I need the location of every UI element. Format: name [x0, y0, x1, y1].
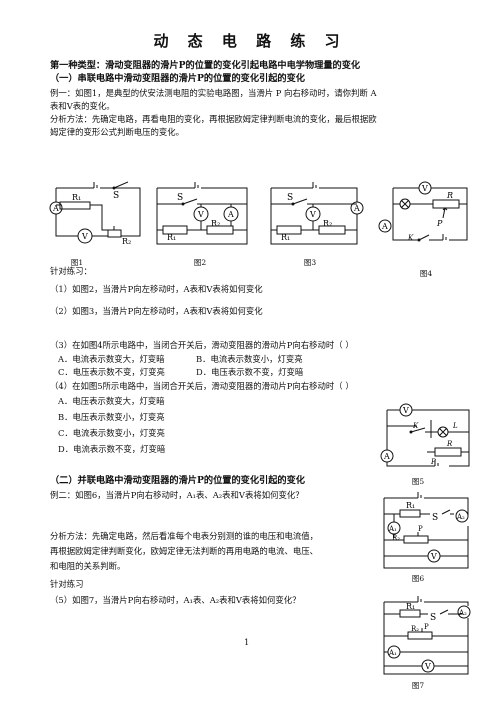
ammeter-label: A [381, 222, 388, 231]
analysis2-line3: 和电阻的关系判断。 [50, 561, 126, 571]
resistor-r2-label: R₂ [211, 219, 220, 228]
resistor-r2-label: R₂ [392, 534, 400, 542]
switch-label: S [113, 191, 119, 201]
resistor-r1-label: R₁ [406, 602, 415, 611]
resistor-r1-label: R₁ [406, 501, 415, 510]
analysis2-line1: 分析方法：先确定电路，然后看准每个电表分别测的谁的电压和电流值， [50, 531, 318, 541]
slider-label: P [430, 458, 436, 466]
circuit-figure-7: R₁ S A₂ R₂ P A₁ V [383, 596, 471, 675]
q3-option-d: D．电压表示数不变，灯变暗 [196, 367, 304, 377]
ammeter-a1-label: A₁ [388, 525, 397, 533]
rheostat-label: R [446, 440, 453, 448]
type1-heading: 第一种类型：滑动变阻器的滑片P的位置的变化引起电路中电学物理量的变化 [50, 60, 361, 71]
slider-label: P [418, 525, 423, 533]
question-3: （3）在如图4所示电路中，当闭合开关后，滑动变阻器的滑动片P向右移动时（ ） [50, 340, 354, 350]
question-2: （2）如图3，当滑片P向左移动时，A表和V表将如何变化 [50, 306, 263, 316]
switch-label: K [407, 234, 414, 242]
switch-label: S [177, 193, 183, 203]
voltmeter-label: V [309, 210, 316, 219]
q3-option-a: A．电流表示数变大，灯变暗 [58, 354, 165, 364]
question-5: （5）如图7，当滑片P向右移动时，A₁表、A₂表和V表将如何变化？ [50, 595, 301, 605]
resistor-r2-label: R₂ [122, 237, 131, 246]
page-title: 动 态 电 路 练 习 [153, 32, 347, 50]
slider-label: P [436, 219, 443, 228]
ammeter-a2-label: A₂ [456, 513, 465, 521]
example2: 例二：如图6，当滑片P向右移动时，A₁表、A₂表和V表将如何变化？ [50, 490, 304, 500]
example1-line2: 表和V表的变化。 [50, 101, 115, 111]
resistor-r1-label: R₁ [72, 193, 81, 202]
switch-label: K [412, 422, 419, 430]
q4-option-d: D．电流表示数不变，灯变暗 [58, 444, 166, 454]
voltmeter-label: V [424, 662, 431, 671]
analysis1-line2: 姆定律的变形公式判断电压的变化。 [50, 127, 184, 137]
figure7-caption: 图7 [411, 681, 425, 690]
circuit-figure-3: S V A R₁ R₂ [270, 182, 364, 245]
resistor-r1-label: R₁ [167, 233, 176, 242]
practice2-label: 针对练习 [50, 579, 84, 589]
question-1: （1）如图2，当滑片P向左移动时，A表和V表将如何变化 [50, 284, 263, 294]
voltmeter-label: V [81, 232, 88, 241]
question-4: （4）在如图5所示电路中，当闭合开关后，滑动变阻器的滑动片P向右移动时（ ） [50, 381, 354, 391]
figure3-caption: 图3 [303, 258, 317, 267]
analysis1-line1: 分析方法：先确定电路，再看电阻的变化，再根据欧姆定律判断电流的变化，最后根据欧 [50, 114, 377, 124]
q4-option-c: C．电流表示数变小，灯变亮 [58, 428, 165, 438]
figure2-caption: 图2 [193, 258, 207, 267]
circuit-figure-1: A V S R₁ R₂ [49, 181, 141, 246]
figure6-caption: 图6 [411, 574, 425, 583]
switch-label: S [287, 193, 293, 203]
voltmeter-label: V [421, 184, 428, 193]
circuit-figure-2: S V A R₁ R₂ [156, 182, 248, 245]
ammeter-a2-label: A₂ [458, 609, 467, 617]
q3-option-c: C．电压表示数不变，灯变亮 [58, 367, 165, 377]
ammeter-label: A [383, 452, 390, 461]
circuit-figure-4: V R P K A [378, 181, 468, 242]
resistor-r1-label: R₁ [281, 233, 290, 242]
lamp-label: L [452, 422, 458, 430]
analysis2-line2: 再根据欧姆定律判断变化，欧姆定律无法判断的再用电路的电流、电压、 [50, 546, 318, 556]
resistor-r2-label: R₂ [323, 219, 332, 228]
q4-option-a: A．电压表示数变大，灯变暗 [58, 396, 165, 406]
figure5-caption: 图5 [411, 477, 425, 486]
page-number: 1 [244, 637, 250, 647]
voltmeter-label: V [402, 406, 409, 415]
figure1-caption: 图1 [70, 258, 84, 267]
voltmeter-label: V [197, 210, 204, 219]
section1-heading: （一）串联电路中滑动变阻器的滑片P的位置的变化引起的变化 [50, 73, 305, 84]
example1-line1: 例一：如图1，是典型的伏安法测电阻的实验电路图，当滑片 P 向右移动时，请你判断… [50, 88, 377, 98]
circuit-figure-6: R₁ S A₂ A₁ R₂ P V [383, 492, 469, 569]
switch-label: S [432, 513, 438, 523]
rheostat-label: R [446, 191, 453, 200]
figure4-caption: 图4 [419, 269, 433, 278]
q3-option-b: B．电流表示数变小，灯变亮 [196, 354, 303, 364]
ammeter-label: A [353, 204, 360, 213]
voltmeter-label: V [430, 552, 437, 561]
ammeter-label: A [227, 210, 234, 219]
switch-label: S [430, 613, 436, 623]
circuit-figure-5: V K L R P A [380, 403, 470, 467]
practice-label: 针对练习： [50, 266, 92, 276]
slider-label: P [424, 623, 429, 631]
ammeter-label: A [52, 204, 59, 213]
resistor-r2-label: R₂ [411, 625, 419, 633]
q4-option-b: B．电压表示数变小，灯变亮 [58, 412, 165, 422]
section2-heading: （二）并联电路中滑动变阻器的滑片P的位置的变化引起的变化 [50, 475, 305, 486]
ammeter-a1-label: A₁ [388, 649, 397, 657]
